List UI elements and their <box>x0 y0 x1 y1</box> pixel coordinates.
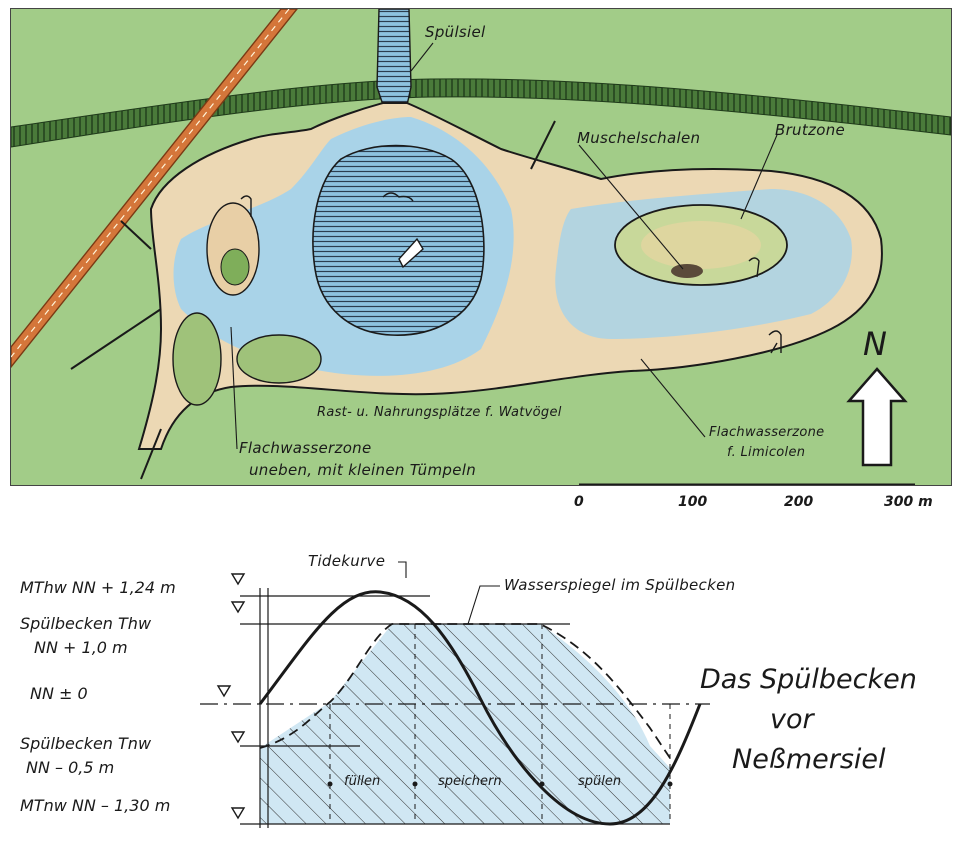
level-thw-label: Spülbecken Thw <box>20 614 152 633</box>
map-illustration <box>11 9 951 485</box>
island-left-mid <box>236 334 322 384</box>
north-label: N <box>863 325 887 363</box>
diagram-title-line-1: Das Spülbecken <box>700 664 917 695</box>
dike-band <box>11 78 951 148</box>
level-tnw-value: NN – 0,5 m <box>26 758 115 777</box>
phase-fuellen: füllen <box>344 774 381 789</box>
tide-diagram <box>200 561 710 828</box>
basin-water-area <box>260 624 670 824</box>
sluice-channel <box>376 9 412 106</box>
level-mtnw: MTnw NN – 1,30 m <box>20 796 171 815</box>
label-spuelsiel: Spülsiel <box>425 23 486 41</box>
label-tidekurve: Tidekurve <box>308 552 386 570</box>
tide-curve <box>258 590 702 826</box>
bird-icons <box>240 192 782 354</box>
label-rastplaetze: Rast- u. Nahrungsplätze f. Watvögel <box>317 405 562 420</box>
label-wasserspiegel: Wasserspiegel im Spülbecken <box>504 576 736 594</box>
level-mthw: MThw NN + 1,24 m <box>20 578 176 597</box>
phase-spuelen: spülen <box>578 774 622 789</box>
level-nn0: NN ± 0 <box>30 684 88 703</box>
diagram-title-line-2: vor <box>770 704 814 735</box>
scale-tick-200: 200 <box>784 494 814 510</box>
map-panel: Spülsiel Muschelschalen Brutzone Rast- u… <box>10 8 952 486</box>
leader-lines <box>230 42 778 450</box>
road <box>11 9 298 369</box>
shell-heap <box>671 264 703 278</box>
level-marker-icons <box>216 573 246 820</box>
north-arrow-icon <box>846 367 908 467</box>
level-thw-value: NN + 1,0 m <box>34 638 128 657</box>
level-tnw-label: Spülbecken Tnw <box>20 734 152 753</box>
label-flachwasser-right-1: Flachwasserzone <box>709 425 825 440</box>
island-left-bottom <box>172 312 222 406</box>
deep-pool <box>312 144 485 336</box>
label-flachwasser-left-2: uneben, mit kleinen Tümpeln <box>249 461 477 479</box>
scale-tick-0: 0 <box>574 494 584 510</box>
scale-tick-100: 100 <box>678 494 708 510</box>
label-brutzone: Brutzone <box>775 121 846 139</box>
scale-tick-300: 300 m <box>884 494 933 510</box>
label-muschelschalen: Muschelschalen <box>577 129 701 147</box>
phase-speichern: speichern <box>438 774 502 789</box>
diagram-title-line-3: Neßmersiel <box>732 744 886 775</box>
tide-diagram-panel: MThw NN + 1,24 m Spülbecken Thw NN + 1,0… <box>10 528 950 838</box>
label-flachwasser-right-2: f. Limicolen <box>727 445 806 460</box>
label-flachwasser-left-1: Flachwasserzone <box>239 439 372 457</box>
basin-water-curve <box>259 623 671 759</box>
